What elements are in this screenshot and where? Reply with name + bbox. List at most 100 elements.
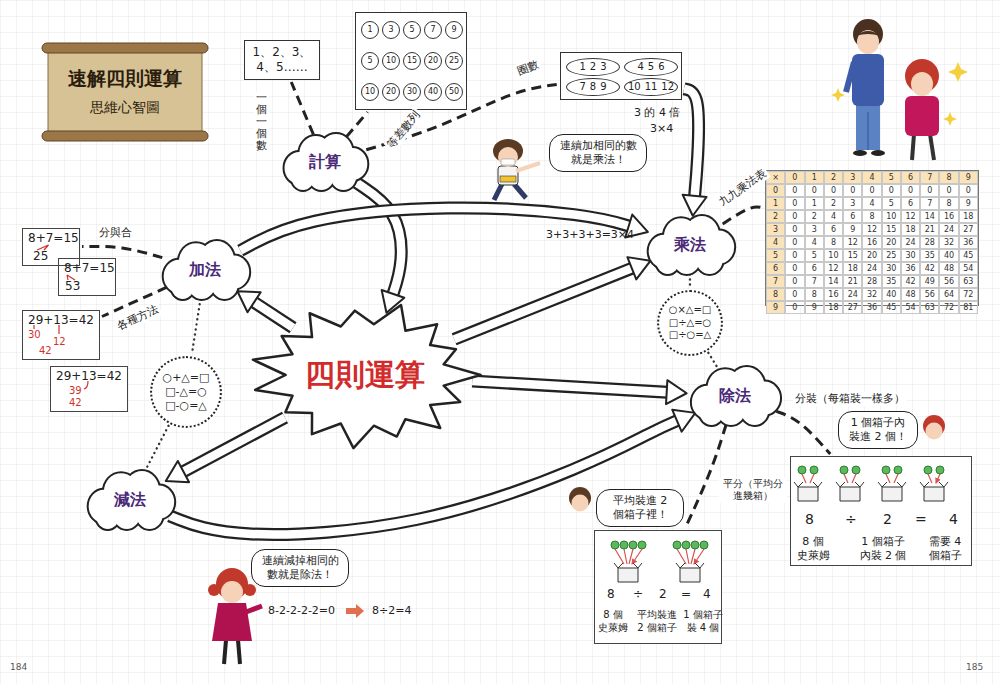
- dotted-line: [192, 299, 201, 354]
- example-card: 8+7=1553: [58, 258, 116, 296]
- node-text: 平均裝進 2 個箱子裡！: [605, 494, 675, 522]
- table-cell: 4: [862, 171, 881, 184]
- node-text: 7: [430, 25, 435, 35]
- note-label: 8-2-2-2-2=0: [268, 604, 335, 618]
- arrow-outline: [250, 299, 293, 327]
- cloud-lobes: [285, 134, 368, 190]
- boy-figure: [493, 139, 540, 200]
- table-cell: 4: [766, 236, 785, 249]
- number-circle: 50: [445, 83, 463, 101]
- table-cell: 27: [843, 301, 862, 314]
- topic-cloud: 除法: [686, 365, 784, 427]
- topic-cloud: 乘法: [643, 214, 738, 276]
- symbol-circle: ○+△=□□-△=○□-○=△: [150, 356, 222, 428]
- node-text: 12: [661, 81, 674, 94]
- table-cell: 9: [843, 223, 862, 236]
- note-label: 3 的 4 倍: [634, 106, 681, 120]
- table-cell: 24: [843, 288, 862, 301]
- table-cell: 7: [920, 197, 939, 210]
- number-circle: 40: [424, 83, 442, 101]
- table-cell: 2: [824, 197, 843, 210]
- table-cell: 72: [959, 288, 978, 301]
- dotted-line: [689, 274, 691, 288]
- node-text: 4: [703, 587, 711, 602]
- page-number: 185: [966, 662, 983, 673]
- node-text: 連續減掉相同的 數就是除法！: [260, 554, 340, 582]
- cloud-lobes: [648, 216, 734, 274]
- girl-figure: [224, 640, 226, 664]
- node-text: 減法: [114, 490, 146, 510]
- group-oval: 789: [566, 78, 620, 96]
- node-text: 40: [428, 87, 438, 97]
- table-cell: 21: [843, 275, 862, 288]
- table-cell: 6: [901, 171, 920, 184]
- dotted-connector: [708, 353, 718, 369]
- slime-and-boxes: [836, 482, 864, 501]
- slime-and-boxes: [878, 482, 906, 501]
- table-cell: 8: [939, 197, 958, 210]
- node-text: 1: [367, 25, 372, 35]
- dashed-line: [776, 411, 830, 454]
- group-oval: 123: [566, 58, 620, 76]
- girl-head: [923, 415, 945, 440]
- dashed-connector: [685, 425, 726, 528]
- number-circle: 20: [424, 52, 442, 70]
- boy-figure: [856, 31, 880, 36]
- slime-and-boxes: [682, 541, 690, 549]
- table-cell: 18: [824, 301, 843, 314]
- table-cell: 16: [939, 210, 958, 223]
- speech-bubble: 平均裝進 2 個箱子裡！: [596, 489, 684, 527]
- table-cell: 0: [882, 184, 901, 197]
- scroll-roll: [42, 43, 208, 53]
- node-text: 加法: [189, 260, 221, 280]
- node-text: 29+13=42: [28, 313, 94, 328]
- number-circle: 1: [361, 21, 379, 39]
- table-cell: 2: [805, 210, 824, 223]
- table-cell: 63: [920, 301, 939, 314]
- table-cell: 2: [824, 171, 843, 184]
- arrow-head: [683, 195, 707, 216]
- slime-and-boxes: [882, 466, 890, 474]
- hollow-arrow: [454, 257, 650, 339]
- cloud-lobes: [285, 134, 368, 190]
- table-cell: 54: [901, 301, 920, 314]
- node-text: 思維心智圖: [90, 99, 160, 117]
- node-text: 1: [579, 61, 585, 74]
- arrow-head: [666, 380, 687, 404]
- table-cell: 9: [959, 171, 978, 184]
- arrow-body: [684, 89, 699, 201]
- table-cell: 30: [901, 249, 920, 262]
- node-text: 3: [600, 61, 606, 74]
- node-text: 2: [659, 587, 667, 602]
- table-cell: 10: [882, 210, 901, 223]
- girl-figure: [221, 581, 243, 603]
- node-text: □-○=△: [165, 399, 207, 413]
- girl-figure: [943, 112, 957, 126]
- table-cell: 10: [824, 249, 843, 262]
- girl-figure: [930, 134, 934, 160]
- boy-figure: [514, 184, 526, 198]
- slime-and-boxes: [620, 541, 628, 549]
- table-cell: 36: [959, 236, 978, 249]
- boy-figure: [500, 176, 516, 182]
- node-text: 1 個箱子 裝 4 個: [683, 609, 723, 634]
- boy-figure: [516, 163, 540, 171]
- arrow-body: [454, 266, 636, 339]
- edge-label: 一個一個數: [254, 92, 269, 152]
- table-cell: 15: [882, 223, 901, 236]
- node-text: 需要 4 個箱子: [919, 535, 971, 563]
- table-cell: 0: [824, 184, 843, 197]
- node-text: 25: [33, 249, 48, 264]
- table-cell: 5: [882, 171, 901, 184]
- burst-shape: [252, 305, 480, 448]
- table-cell: 5: [805, 249, 824, 262]
- example-card: 8÷2=48 個 史萊姆平均裝進 2 個箱子1 個箱子 裝 4 個: [594, 530, 722, 644]
- node-text: 2: [590, 61, 596, 74]
- times-table: ×012345678900000000000101234567892024681…: [765, 170, 979, 306]
- table-cell: 9: [766, 301, 785, 314]
- node-text: 11: [645, 81, 658, 94]
- cloud-lobes: [163, 241, 249, 299]
- table-cell: 8: [939, 171, 958, 184]
- girl-head: [926, 423, 943, 440]
- table-cell: 6: [805, 262, 824, 275]
